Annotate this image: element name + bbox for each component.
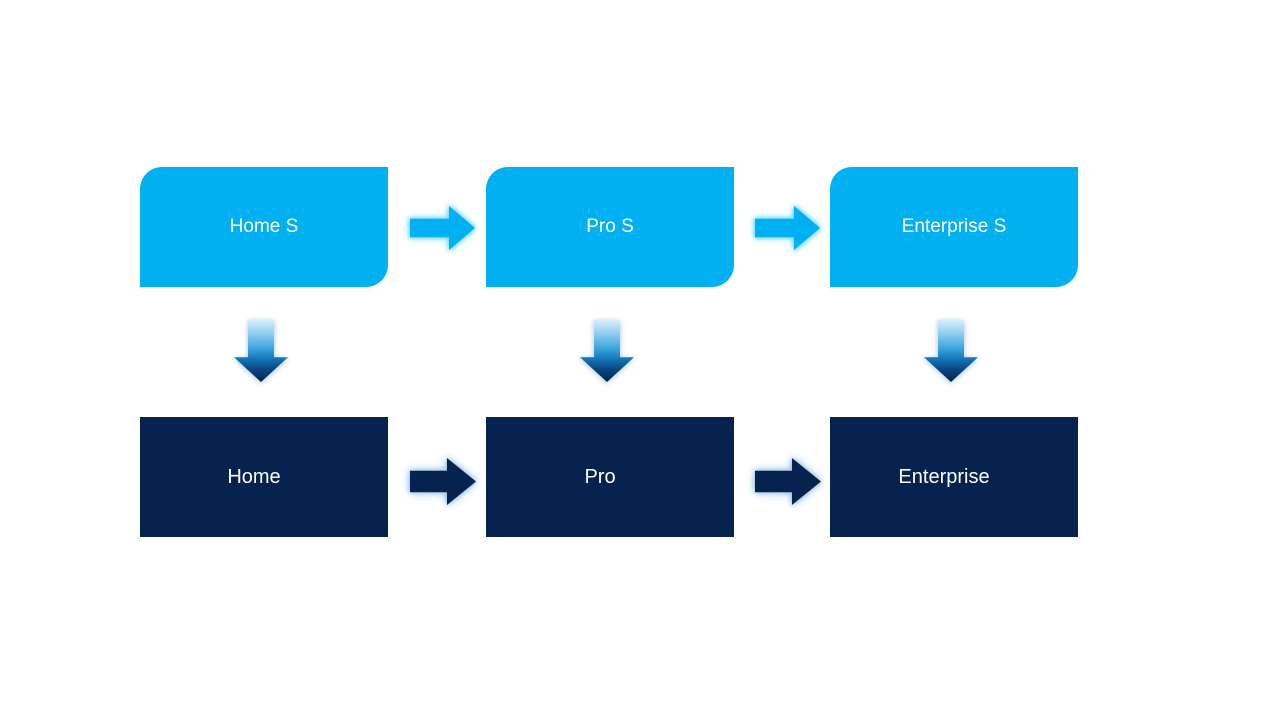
node-pro-label: Pro bbox=[584, 465, 616, 488]
right-arrow-shape bbox=[410, 206, 475, 250]
node-home-s-label: Home S bbox=[229, 216, 299, 237]
down-arrow-shape bbox=[580, 320, 634, 382]
node-home-label: Home bbox=[227, 465, 281, 488]
node-home-s: Home S bbox=[140, 167, 388, 287]
right-arrow-icon bbox=[410, 206, 475, 250]
node-enterprise-s: Enterprise S bbox=[830, 167, 1078, 287]
down-arrow-shape bbox=[924, 320, 978, 382]
node-enterprise: Enterprise bbox=[830, 417, 1078, 537]
node-pro-s: Pro S bbox=[486, 167, 734, 287]
right-arrow-shape bbox=[410, 458, 476, 505]
down-arrow-icon bbox=[924, 320, 978, 382]
node-enterprise-s-label: Enterprise S bbox=[901, 216, 1007, 237]
right-arrow-shape bbox=[755, 206, 820, 250]
right-arrow-shape bbox=[755, 458, 821, 505]
node-enterprise-label: Enterprise bbox=[898, 465, 990, 488]
node-pro-s-label: Pro S bbox=[586, 216, 634, 237]
right-arrow-icon bbox=[755, 458, 821, 505]
right-arrow-icon bbox=[410, 458, 476, 505]
down-arrow-shape bbox=[234, 320, 288, 382]
down-arrow-icon bbox=[580, 320, 634, 382]
node-pro: Pro bbox=[486, 417, 734, 537]
node-home: Home bbox=[140, 417, 388, 537]
down-arrow-icon bbox=[234, 320, 288, 382]
right-arrow-icon bbox=[755, 206, 820, 250]
